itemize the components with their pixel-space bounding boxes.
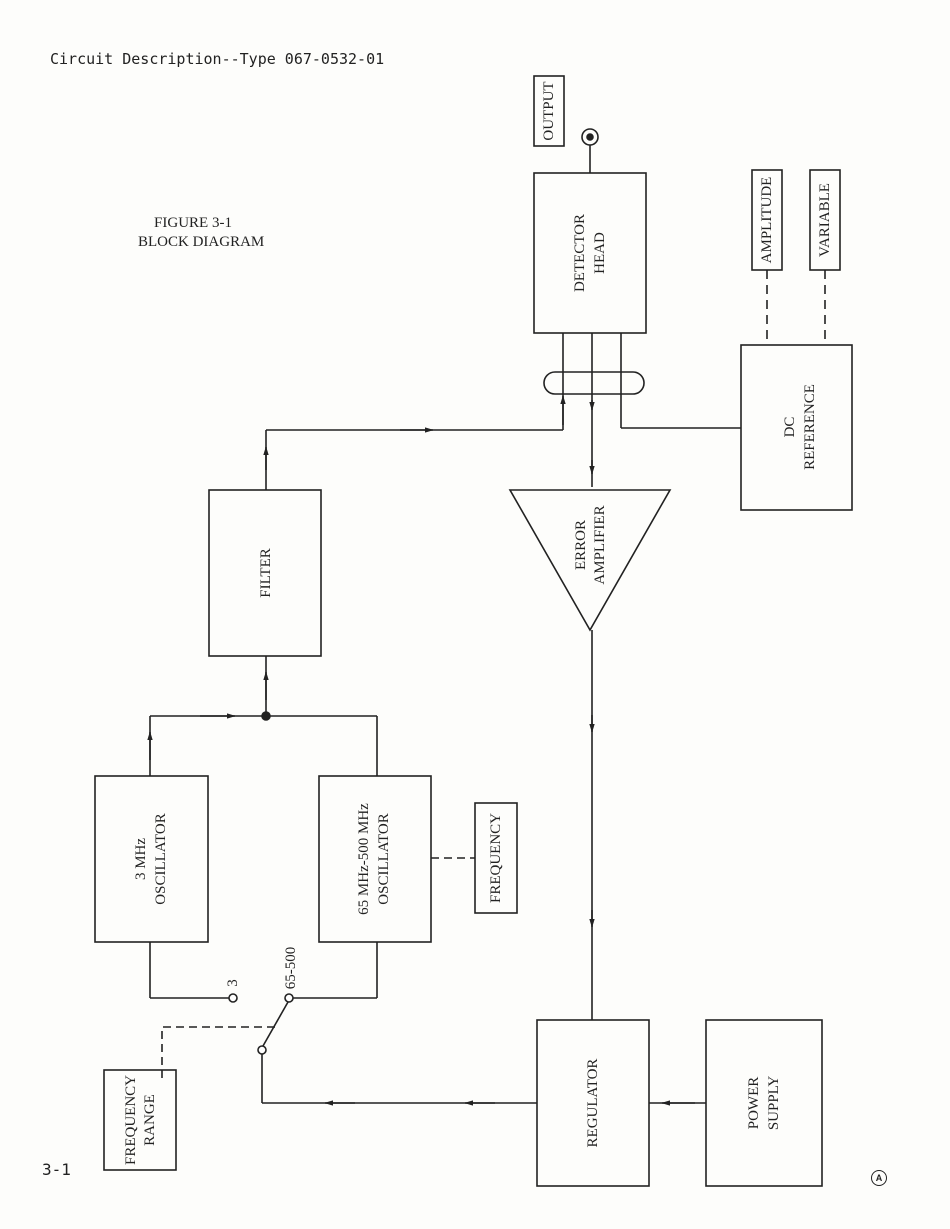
switch-contact-3 — [229, 994, 237, 1002]
label-osc3-2: OSCILLATOR — [153, 813, 169, 904]
label-freq-range-1: FREQUENCY — [123, 1075, 139, 1165]
label-power-1: POWER — [746, 1077, 762, 1130]
label-osc65-1: 65 MHz-500 MHz — [356, 803, 372, 915]
label-detector-2: HEAD — [592, 232, 608, 274]
label-detector-1: DETECTOR — [572, 214, 588, 292]
switch-pivot — [258, 1046, 266, 1054]
label-variable: VARIABLE — [817, 183, 833, 257]
label-output: OUTPUT — [541, 81, 557, 140]
switch-contact-65-500 — [285, 994, 293, 1002]
label-power-2: SUPPLY — [766, 1076, 782, 1131]
label-error-2: AMPLIFIER — [592, 505, 608, 584]
label-dc-2: REFERENCE — [802, 384, 818, 470]
frequency-range-box — [104, 1070, 176, 1170]
label-dc-1: DC — [782, 417, 798, 438]
output-connector-pin — [587, 134, 593, 140]
label-amplitude: AMPLITUDE — [759, 177, 775, 264]
label-regulator: REGULATOR — [585, 1059, 601, 1148]
switch-blade — [263, 1002, 288, 1046]
detector-head-box — [534, 173, 646, 333]
oscillator-65-500mhz-box — [319, 776, 431, 942]
power-supply-box — [706, 1020, 822, 1186]
label-error-1: ERROR — [573, 520, 589, 570]
label-osc65-2: OSCILLATOR — [376, 813, 392, 904]
error-amplifier-triangle — [510, 490, 670, 630]
label-switch-3: 3 — [225, 979, 241, 987]
label-filter: FILTER — [258, 548, 274, 597]
label-osc3-1: 3 MHz — [133, 838, 149, 880]
label-switch-65-500: 65-500 — [283, 947, 299, 990]
label-frequency: FREQUENCY — [488, 813, 504, 903]
label-freq-range-2: RANGE — [142, 1094, 158, 1146]
cable-bundle — [544, 372, 644, 394]
oscillator-3mhz-box — [95, 776, 208, 942]
